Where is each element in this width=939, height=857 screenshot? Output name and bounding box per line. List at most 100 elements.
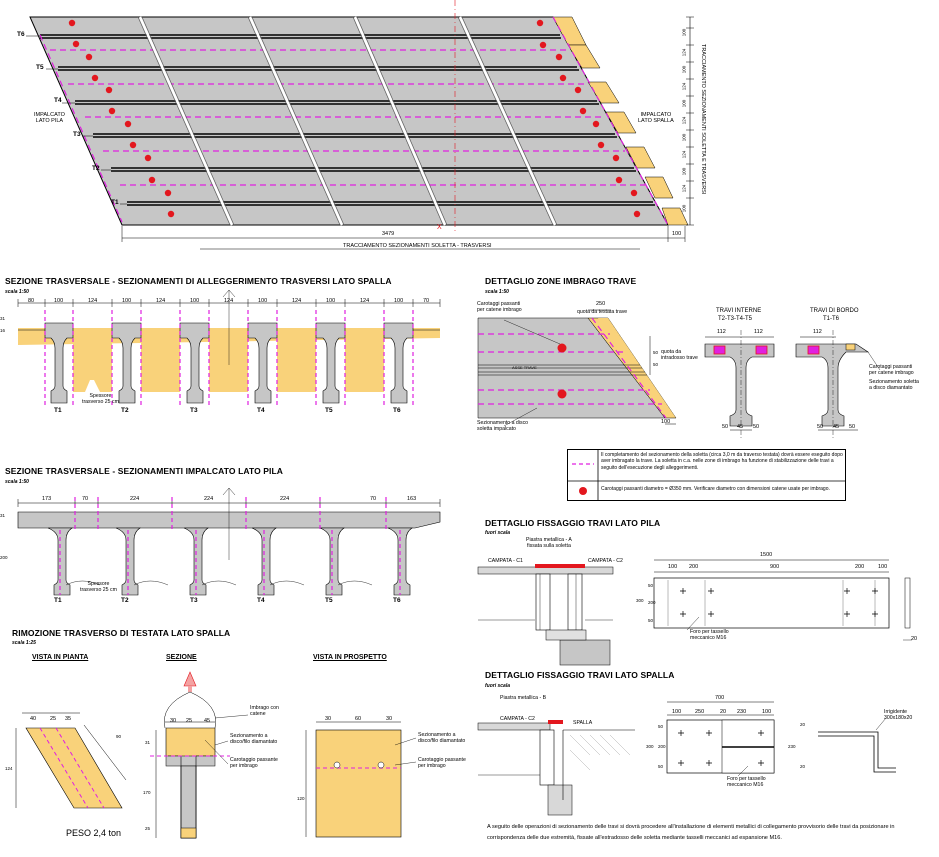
dim: 40 [30, 716, 37, 722]
dim: 31 [145, 740, 151, 745]
dim: 100 [661, 419, 671, 425]
dim: 20 [800, 722, 806, 727]
dim: 224 [280, 496, 290, 502]
yellow-zone [644, 176, 674, 199]
dim: 100 [326, 298, 336, 304]
dim: 124 [88, 298, 98, 304]
prosp-sezionamento-label: Sezionamento a disco/filo diamantato [418, 732, 466, 744]
dim: 1500 [760, 552, 773, 558]
piastra-b-label: Piastra metallica - B [500, 695, 547, 701]
dim: 16 [0, 328, 6, 333]
section2-note: Spessore trasverso 25 cm [80, 581, 117, 593]
fiss-spalla-scale: fuori scala [485, 683, 511, 689]
spalla-note: A seguito delle operazioni di sezionamen… [487, 824, 895, 841]
dim: 35 [65, 716, 72, 722]
length-dim: 3479 [382, 231, 395, 237]
dim: 112 [813, 329, 822, 335]
dim: 300 [636, 598, 644, 603]
dim: 100 [54, 298, 64, 304]
dim: 30 [386, 716, 393, 722]
dim: 50 [722, 424, 729, 430]
dim: 163 [407, 496, 417, 502]
dim: 80 [28, 298, 35, 304]
dim: 250 [695, 709, 705, 715]
foro-label-spalla: Foro per tassello meccanico M16 [727, 776, 766, 788]
dim: 45 [833, 424, 840, 430]
prosp-carotaggio-label: Carotaggio passante per imbrago [418, 757, 466, 769]
dim: 200 [658, 744, 666, 749]
dim: 100 [878, 564, 888, 570]
beam-label: T1 [54, 407, 62, 414]
beam-label: T2 [121, 407, 129, 414]
dim: 100 [394, 298, 404, 304]
beam-label: T4 [54, 97, 62, 104]
dim: 173 [42, 496, 52, 502]
asse-trave-label: ASSE TRAVE [512, 365, 537, 370]
dim: 70 [82, 496, 89, 502]
bordo-label2: Sezionamento soletta a disco diamantato [869, 379, 919, 391]
peso-label: PESO 2,4 ton [66, 828, 122, 838]
dim: 200 [855, 564, 865, 570]
fiss-pila-title: DETTAGLIO FISSAGGIO TRAVI LATO PILA [485, 518, 661, 528]
dim: 50 [817, 424, 824, 430]
beam-label: T4 [257, 597, 265, 604]
section2-scale: scala 1:50 [5, 479, 29, 485]
beam-label: T5 [325, 407, 333, 414]
dim: 45 [737, 424, 744, 430]
imbrago-carotaggi-label: Carotaggi passanti per catene imbrago [477, 301, 522, 313]
dim: 124 [224, 298, 234, 304]
dim: 25 [50, 716, 57, 722]
dim: 50 [653, 362, 659, 367]
section2-title: SEZIONE TRASVERSALE - SEZIONAMENTI IMPAL… [5, 466, 284, 476]
dim: 50 [658, 764, 664, 769]
beam-label: T6 [17, 31, 25, 38]
dim: 100 [762, 709, 772, 715]
imbrago-scale: scala 1:50 [485, 289, 509, 295]
beam-label: T2 [92, 165, 100, 172]
travi-bordo-subtitle: T1-T6 [823, 316, 840, 322]
dim: 20 [911, 636, 918, 642]
dim: 224 [130, 496, 140, 502]
right-side-label: IMPALCATO LATO SPALLA [638, 112, 674, 125]
dim: 230 [788, 744, 796, 749]
legend-item-2: Carotaggi passanti diametro = Ø350 mm. V… [601, 486, 830, 492]
fiss-pila-scale: fuori scala [485, 530, 511, 536]
dim: 25 [145, 826, 151, 831]
sez-carotaggio-label: Carotaggio passante per imbrago [230, 757, 278, 769]
section1-note: Spessore trasverso 25 cm [82, 393, 119, 405]
beam-label: T5 [325, 597, 333, 604]
dim: 124 [156, 298, 166, 304]
travi-bordo-title: TRAVI DI BORDO [810, 308, 859, 314]
dim: 700 [715, 695, 725, 701]
dim: 50 [648, 618, 654, 623]
dim: 70 [370, 496, 377, 502]
fiss-spalla-title: DETTAGLIO FISSAGGIO TRAVI LATO SPALLA [485, 670, 675, 680]
dim: 120 [297, 796, 305, 801]
dim: 50 [648, 583, 654, 588]
sezione-label: SEZIONE [166, 654, 197, 661]
vista-prospetto-label: VISTA IN PROSPETTO [313, 654, 387, 661]
beam-label: T3 [190, 597, 198, 604]
traversi-edge [137, 16, 558, 226]
beam-label: T6 [393, 597, 401, 604]
dim: 100 [672, 709, 682, 715]
dim: 50 [658, 724, 664, 729]
left-side-label: IMPALCATO LATO PILA [34, 112, 65, 125]
dim: 124 [5, 766, 13, 771]
spalla-label: SPALLA [573, 720, 593, 726]
imbrago-quota-label: quota da testata trave [577, 309, 628, 315]
imbrago-quota-v-label: quota da intradosso trave [661, 349, 698, 361]
dim: 224 [204, 496, 214, 502]
imbrago-disco-label: Sezionamento a disco soletta impalcato [477, 420, 529, 432]
dim: 20 [720, 709, 727, 715]
dim: 30 [170, 718, 177, 724]
beam-label: T2 [121, 597, 129, 604]
bordo-label1: Carotaggi passanti per catene imbrago [869, 364, 914, 376]
dim: 45 [204, 718, 211, 724]
dim: 200 [648, 600, 656, 605]
